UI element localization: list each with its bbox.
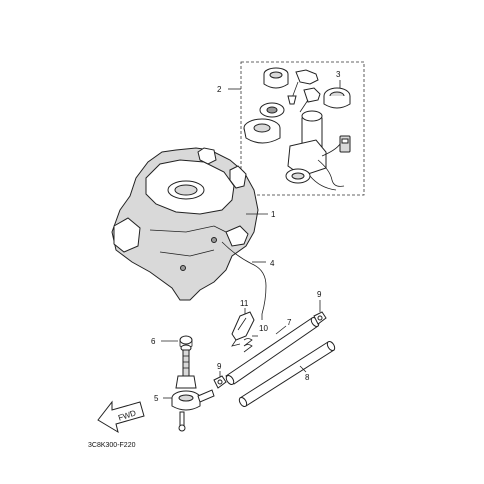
spring-clip (243, 338, 253, 353)
lock-set-dashed-box (240, 61, 365, 196)
hose-band (231, 311, 255, 347)
callout-6: 6 (151, 337, 156, 346)
callout-3: 3 (336, 70, 341, 79)
fuel-clamp (179, 335, 193, 349)
callout-11: 11 (240, 299, 249, 308)
fuel-cock (171, 344, 215, 432)
callout-9-lower: 9 (217, 362, 222, 371)
drawing-code: 3C8K300-F220 (88, 442, 136, 449)
callout-4: 4 (270, 259, 275, 268)
hose-clip-upper (313, 311, 327, 325)
callout-9-upper: 9 (317, 290, 322, 299)
callout-5: 5 (154, 394, 159, 403)
callout-7: 7 (287, 318, 292, 327)
hose-clip-lower (213, 375, 227, 389)
fwd-direction-arrow: FWD (97, 400, 145, 434)
callout-2: 2 (217, 85, 222, 94)
fuel-hose-8 (238, 340, 336, 408)
fuel-hose-7 (225, 317, 320, 385)
callout-10: 10 (259, 324, 268, 333)
callout-8: 8 (305, 373, 310, 382)
fuel-tank (111, 147, 259, 301)
callout-1: 1 (271, 210, 276, 219)
ignition-lock-set (243, 67, 351, 191)
